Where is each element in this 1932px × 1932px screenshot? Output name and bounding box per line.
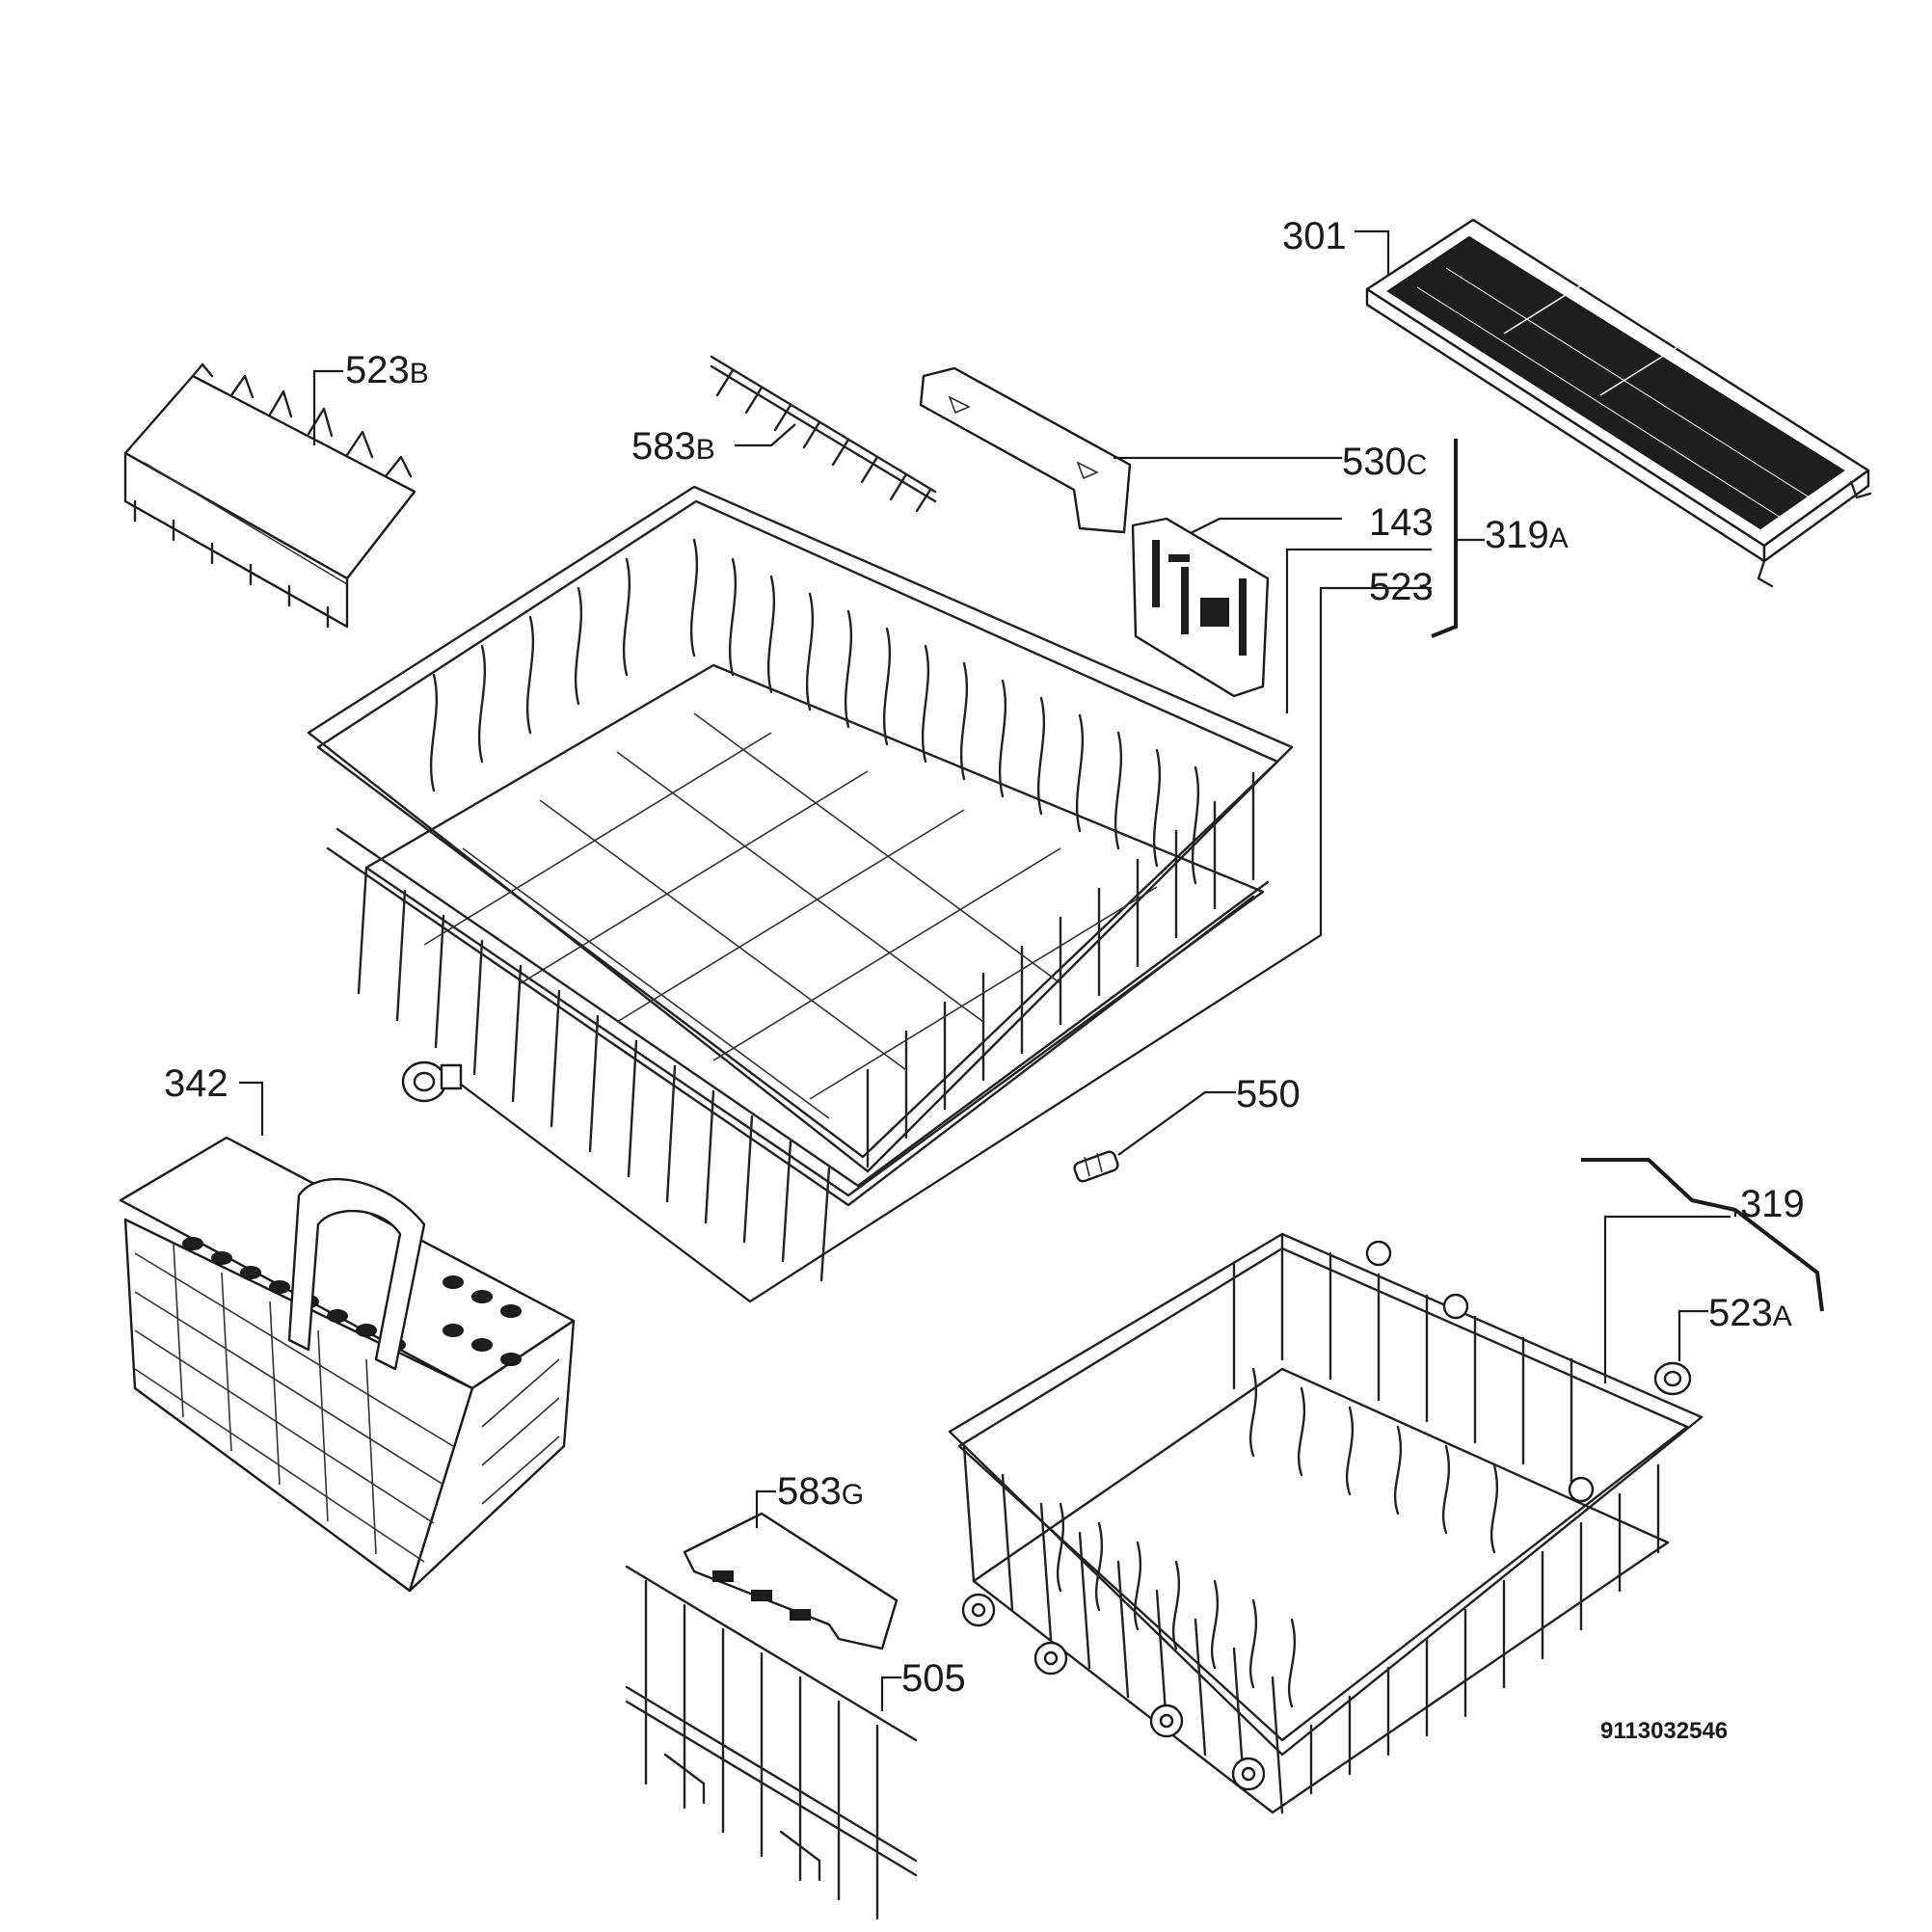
callout-319: 319 — [1740, 1183, 1805, 1225]
wheel-axle — [1073, 1150, 1119, 1183]
tine-row — [710, 355, 937, 513]
callout-342: 342 — [164, 1062, 228, 1105]
callout-523: 523 — [1369, 566, 1434, 608]
callout-143: 143 — [1369, 501, 1434, 544]
leader-523B — [312, 369, 343, 445]
leader-342 — [239, 1081, 264, 1136]
lower-basket-wheel — [1653, 1361, 1692, 1396]
rating-label — [1131, 517, 1270, 698]
folding-tine-rack — [625, 1565, 918, 1920]
callout-583B: 583B — [631, 425, 715, 468]
leader-301 — [1355, 229, 1390, 275]
leader-143 — [1190, 517, 1342, 534]
leader-523A — [1677, 1309, 1708, 1361]
callout-530C: 530C — [1342, 441, 1427, 483]
leader-505 — [880, 1676, 901, 1711]
cup-rack-insert — [123, 362, 416, 629]
callout-319A: 319A — [1485, 514, 1569, 556]
upper-basket — [307, 485, 1294, 1282]
leader-523-a — [1285, 548, 1432, 713]
bracket-319 — [1581, 1158, 1824, 1312]
document-number: 9113032546 — [1600, 1718, 1728, 1744]
leader-583G — [755, 1489, 776, 1528]
callout-523B: 523B — [345, 349, 429, 391]
cutlery-tray — [1365, 218, 1872, 588]
callout-550: 550 — [1236, 1073, 1301, 1115]
callout-523A: 523A — [1708, 1292, 1792, 1334]
lower-basket — [948, 1232, 1704, 1814]
leader-523-b — [447, 586, 1432, 1303]
cutlery-basket — [119, 1136, 576, 1593]
leader-583B — [735, 423, 796, 447]
plate-rack-clip — [683, 1512, 899, 1650]
leader-319 — [1603, 1215, 1731, 1383]
bracket-319A — [1431, 439, 1485, 638]
callout-583G: 583G — [777, 1470, 864, 1513]
leader-550 — [1117, 1090, 1236, 1156]
callout-301: 301 — [1282, 215, 1347, 257]
basket-wheel — [401, 1060, 463, 1103]
basket-handle — [919, 366, 1132, 534]
callout-505: 505 — [901, 1657, 966, 1700]
